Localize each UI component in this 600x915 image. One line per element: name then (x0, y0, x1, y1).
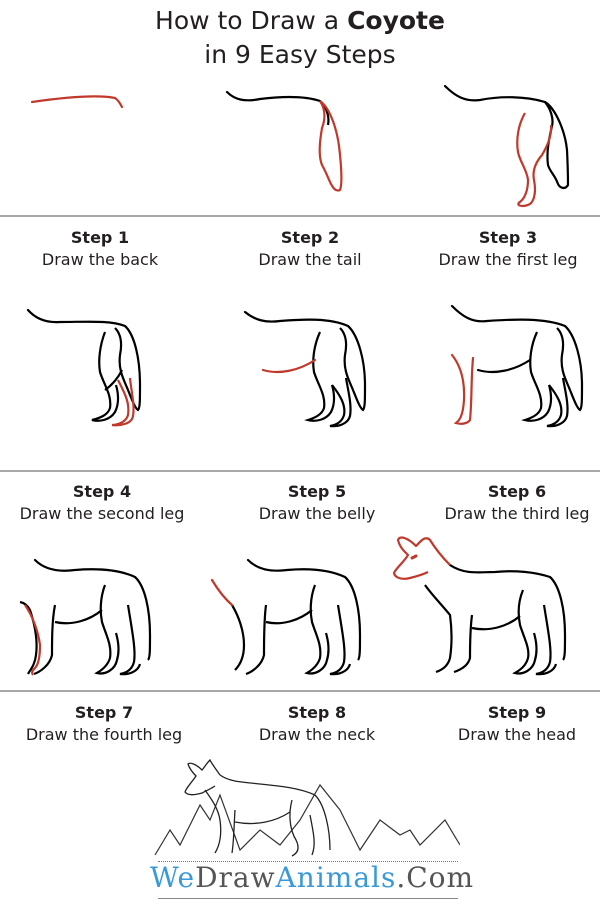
step-1-description: Draw the back (41, 250, 159, 269)
site-logo: WeDrawAnimals.Com (150, 750, 473, 915)
step-3-description: Draw the first leg (438, 250, 578, 269)
title-subject: Coyote (347, 6, 445, 35)
step-5-label: Step 5 (287, 482, 347, 501)
step-5-caption: Step 5 Draw the belly (217, 481, 417, 525)
step-6-caption: Step 6 Draw the third leg (417, 481, 600, 525)
logo-part-animals: Animals (275, 861, 397, 894)
step-8-caption: Step 8 Draw the neck (217, 702, 417, 746)
step-8-label: Step 8 (287, 703, 347, 722)
step-7-description: Draw the fourth leg (25, 725, 183, 744)
logo-part-we: We (150, 861, 196, 894)
logo-top-line (158, 861, 458, 863)
step-9-drawing (390, 530, 590, 690)
row-2-divider (0, 470, 600, 472)
step-3-caption: Step 3 Draw the first leg (408, 227, 600, 271)
step-4-drawing (0, 290, 200, 460)
step-9-description: Draw the head (457, 725, 577, 744)
step-9-caption: Step 9 Draw the head (417, 702, 600, 746)
step-7-label: Step 7 (74, 703, 134, 722)
step-4-description: Draw the second leg (19, 504, 185, 523)
step-8-drawing (200, 530, 400, 690)
step-7-drawing (0, 530, 200, 690)
coyote-mountains-illustration (154, 758, 461, 857)
title-prefix: How to Draw a (155, 6, 348, 35)
step-9-label: Step 9 (487, 703, 547, 722)
step-4-caption: Step 4 Draw the second leg (2, 481, 202, 525)
step-5-drawing (200, 290, 400, 460)
step-2-drawing (200, 80, 400, 215)
row-1-divider (0, 215, 600, 217)
step-6-description: Draw the third leg (444, 504, 590, 523)
step-2-label: Step 2 (280, 228, 340, 247)
step-5-description: Draw the belly (258, 504, 376, 523)
step-1-drawing (0, 80, 200, 215)
step-1-label: Step 1 (70, 228, 130, 247)
step-8-description: Draw the neck (258, 725, 376, 744)
title-line2: in 9 Easy Steps (204, 40, 396, 69)
logo-text: WeDrawAnimals.Com (150, 861, 473, 894)
page-title: How to Draw a Coyote in 9 Easy Steps (0, 4, 600, 72)
logo-part-draw: Draw (195, 861, 276, 894)
logo-part-com: .Com (396, 861, 475, 894)
step-4-label: Step 4 (72, 482, 132, 501)
step-6-label: Step 6 (487, 482, 547, 501)
row-3-divider (0, 690, 600, 692)
step-3-drawing (400, 80, 600, 215)
step-6-drawing (400, 290, 600, 460)
step-7-caption: Step 7 Draw the fourth leg (4, 702, 204, 746)
step-1-caption: Step 1 Draw the back (0, 227, 200, 271)
step-2-description: Draw the tail (258, 250, 362, 269)
logo-bottom-line (158, 898, 458, 899)
step-2-caption: Step 2 Draw the tail (210, 227, 410, 271)
step-3-label: Step 3 (478, 228, 538, 247)
